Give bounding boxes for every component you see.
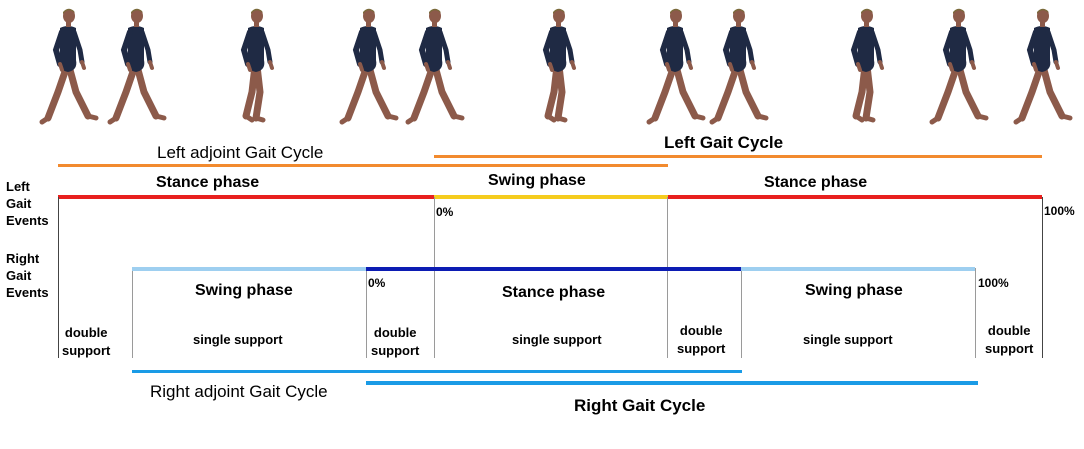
walking-figure-icon — [1013, 8, 1073, 125]
walking-figure-icon — [240, 8, 274, 123]
right-adjoint-gait-cycle-bar — [132, 370, 742, 373]
left-start-percent: 0% — [436, 205, 454, 219]
right-swing-phase-2-bar — [741, 267, 975, 271]
right-swing-phase-1-label: Swing phase — [195, 282, 293, 299]
left-gait-cycle-label: Left Gait Cycle — [664, 133, 784, 152]
left-stance-phase-1-bar — [58, 195, 434, 199]
walking-figure-icon — [542, 8, 576, 123]
double-support-4-label: double support — [985, 323, 1034, 356]
double-support-2-label: double support — [371, 325, 420, 358]
event-line-left-end — [1042, 197, 1043, 358]
left-stance-phase-2-bar — [668, 195, 1042, 199]
left-adjoint-gait-cycle-bar — [58, 164, 668, 167]
walking-figure-icon — [405, 8, 465, 125]
event-line-right-heel-strike — [366, 268, 367, 358]
event-line-left-toe-off — [434, 197, 435, 358]
walking-figure-icon — [646, 8, 706, 125]
walker-3 — [226, 8, 288, 126]
right-gait-events-label: Right Gait Events — [6, 251, 49, 300]
walker-6 — [528, 8, 590, 126]
double-support-3-label: double support — [677, 323, 726, 356]
left-swing-phase-label: Swing phase — [488, 172, 586, 189]
right-adjoint-gait-cycle-label: Right adjoint Gait Cycle — [150, 382, 328, 401]
event-line-left-heel-strike — [667, 197, 668, 358]
right-stance-phase-bar — [366, 267, 741, 271]
right-gait-cycle-label: Right Gait Cycle — [574, 396, 706, 415]
left-swing-phase-bar — [434, 195, 668, 199]
walking-figure-icon — [850, 8, 884, 123]
walking-figure-icon — [709, 8, 769, 125]
left-gait-events-label: Left Gait Events — [6, 179, 49, 228]
walker-2 — [106, 8, 168, 126]
event-line-right-toe-off — [741, 268, 742, 358]
right-gait-cycle-bar — [366, 381, 978, 385]
event-line-right-start — [132, 268, 133, 358]
left-stance-phase-1-label: Stance phase — [156, 174, 260, 191]
walker-11 — [1012, 8, 1074, 126]
walking-figure-icon — [107, 8, 167, 125]
walker-1 — [38, 8, 100, 126]
right-start-percent: 0% — [368, 276, 386, 290]
event-line-left-start — [58, 197, 59, 358]
left-end-percent: 100% — [1044, 204, 1075, 218]
left-gait-cycle-bar — [434, 155, 1042, 158]
walker-4 — [338, 8, 400, 126]
walking-figure-icon — [929, 8, 989, 125]
walker-10 — [928, 8, 990, 126]
left-adjoint-gait-cycle-label: Left adjoint Gait Cycle — [157, 143, 324, 162]
left-stance-phase-2-label: Stance phase — [764, 174, 868, 191]
walking-figure-icon — [39, 8, 99, 125]
single-support-2-label: single support — [512, 332, 602, 347]
single-support-3-label: single support — [803, 332, 893, 347]
walker-7 — [645, 8, 707, 126]
right-stance-phase-label: Stance phase — [502, 284, 606, 301]
walker-5 — [404, 8, 466, 126]
double-support-1-label: double support — [62, 325, 111, 358]
right-swing-phase-1-bar — [132, 267, 366, 271]
single-support-1-label: single support — [193, 332, 283, 347]
event-line-right-end — [975, 268, 976, 358]
walking-figure-icon — [339, 8, 399, 125]
walker-8 — [708, 8, 770, 126]
right-end-percent: 100% — [978, 276, 1009, 290]
right-swing-phase-2-label: Swing phase — [805, 282, 903, 299]
walker-9 — [836, 8, 898, 126]
